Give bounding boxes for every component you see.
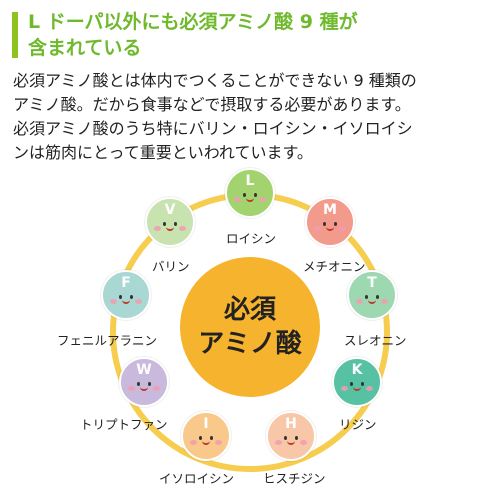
amino-acid-label: バリン xyxy=(152,259,190,274)
right-cheek-icon xyxy=(259,197,266,202)
amino-acid-letter: I xyxy=(203,416,209,432)
body-text-line-4: ンは筋肉にとって重要といわれています。 xyxy=(13,143,313,162)
left-eye-icon xyxy=(137,382,140,386)
amino-acid-letter: L xyxy=(245,173,255,189)
right-eye-icon xyxy=(254,193,257,197)
smile-icon xyxy=(122,300,130,304)
amino-acid-letter: K xyxy=(351,362,363,378)
amino-acid-letter: F xyxy=(121,275,131,291)
right-eye-icon xyxy=(130,295,133,299)
heading-line-1: L ドーパ以外にも必須アミノ酸 9 種が xyxy=(28,11,358,33)
amino-acid-letter: T xyxy=(367,275,377,291)
left-eye-icon xyxy=(119,295,122,299)
amino-acid-label: フェニルアラニン xyxy=(57,333,158,348)
amino-acid-t-character: T xyxy=(347,270,397,320)
amino-acid-label: トリプトファン xyxy=(80,417,168,432)
character-face-icon xyxy=(347,270,397,320)
amino-acid-v-character: V xyxy=(145,197,195,247)
right-cheek-icon xyxy=(381,299,388,304)
character-face-icon xyxy=(266,411,316,461)
right-eye-icon xyxy=(148,382,151,386)
right-cheek-icon xyxy=(339,226,346,231)
left-cheek-icon xyxy=(234,197,241,202)
character-face-icon xyxy=(145,197,195,247)
smile-icon xyxy=(246,198,254,202)
smile-icon xyxy=(202,441,210,445)
left-eye-icon xyxy=(163,222,166,226)
right-eye-icon xyxy=(210,436,213,440)
amino-acid-label: イソロイシン xyxy=(159,471,235,486)
character-face-icon xyxy=(225,168,275,218)
left-eye-icon xyxy=(199,436,202,440)
right-eye-icon xyxy=(295,436,298,440)
smile-icon xyxy=(353,387,361,391)
right-cheek-icon xyxy=(135,299,142,304)
amino-acid-label: ヒスチジン xyxy=(263,471,326,486)
amino-acid-h-character: H xyxy=(266,411,316,461)
amino-acid-letter: V xyxy=(164,202,176,218)
left-cheek-icon xyxy=(275,440,282,445)
right-eye-icon xyxy=(334,222,337,226)
character-face-icon xyxy=(119,357,169,407)
left-cheek-icon xyxy=(110,299,117,304)
character-face-icon xyxy=(332,357,382,407)
smile-icon xyxy=(368,300,376,304)
center-label-line-1: 必須 xyxy=(223,295,276,325)
smile-icon xyxy=(287,441,295,445)
left-cheek-icon xyxy=(341,386,348,391)
left-cheek-icon xyxy=(154,226,161,231)
character-face-icon xyxy=(101,270,151,320)
right-eye-icon xyxy=(376,295,379,299)
amino-acid-k-character: K xyxy=(332,357,382,407)
left-eye-icon xyxy=(243,193,246,197)
left-eye-icon xyxy=(323,222,326,226)
amino-acid-i-character: I xyxy=(181,411,231,461)
amino-acid-letter: M xyxy=(323,202,337,218)
left-cheek-icon xyxy=(314,226,321,231)
right-cheek-icon xyxy=(179,226,186,231)
left-cheek-icon xyxy=(128,386,135,391)
left-eye-icon xyxy=(365,295,368,299)
center-label-line-2: アミノ酸 xyxy=(198,329,302,359)
body-text-line-1: 必須アミノ酸とは体内でつくることができない 9 種類の xyxy=(13,71,417,90)
amino-acid-label: ロイシン xyxy=(226,231,277,246)
body-text-line-2: アミノ酸。だから食事などで摂取する必要があります。 xyxy=(13,95,411,114)
left-eye-icon xyxy=(284,436,287,440)
left-eye-icon xyxy=(350,382,353,386)
amino-acid-l-character: L xyxy=(225,168,275,218)
center-circle: 必須 アミノ酸 xyxy=(180,257,320,397)
right-cheek-icon xyxy=(366,386,373,391)
left-cheek-icon xyxy=(356,299,363,304)
character-face-icon xyxy=(305,197,355,247)
amino-acid-letter: W xyxy=(136,362,152,378)
amino-acid-w-character: W xyxy=(119,357,169,407)
smile-icon xyxy=(140,387,148,391)
character-face-icon xyxy=(181,411,231,461)
amino-acid-m-character: M xyxy=(305,197,355,247)
heading-line-2: 含まれている xyxy=(28,37,142,59)
right-cheek-icon xyxy=(300,440,307,445)
amino-acid-label: スレオニン xyxy=(344,333,407,348)
body-text-line-3: 必須アミノ酸のうち特にバリン・ロイシン・イソロイシ xyxy=(13,119,413,138)
right-cheek-icon xyxy=(153,386,160,391)
amino-acid-label: リジン xyxy=(339,417,377,432)
right-eye-icon xyxy=(174,222,177,226)
amino-acid-f-character: F xyxy=(101,270,151,320)
amino-acid-letter: H xyxy=(285,416,297,432)
right-cheek-icon xyxy=(215,440,222,445)
right-eye-icon xyxy=(361,382,364,386)
amino-acid-label: メチオニン xyxy=(303,259,366,274)
heading-accent-bar xyxy=(12,12,18,58)
left-cheek-icon xyxy=(190,440,197,445)
smile-icon xyxy=(166,227,174,231)
smile-icon xyxy=(326,227,334,231)
